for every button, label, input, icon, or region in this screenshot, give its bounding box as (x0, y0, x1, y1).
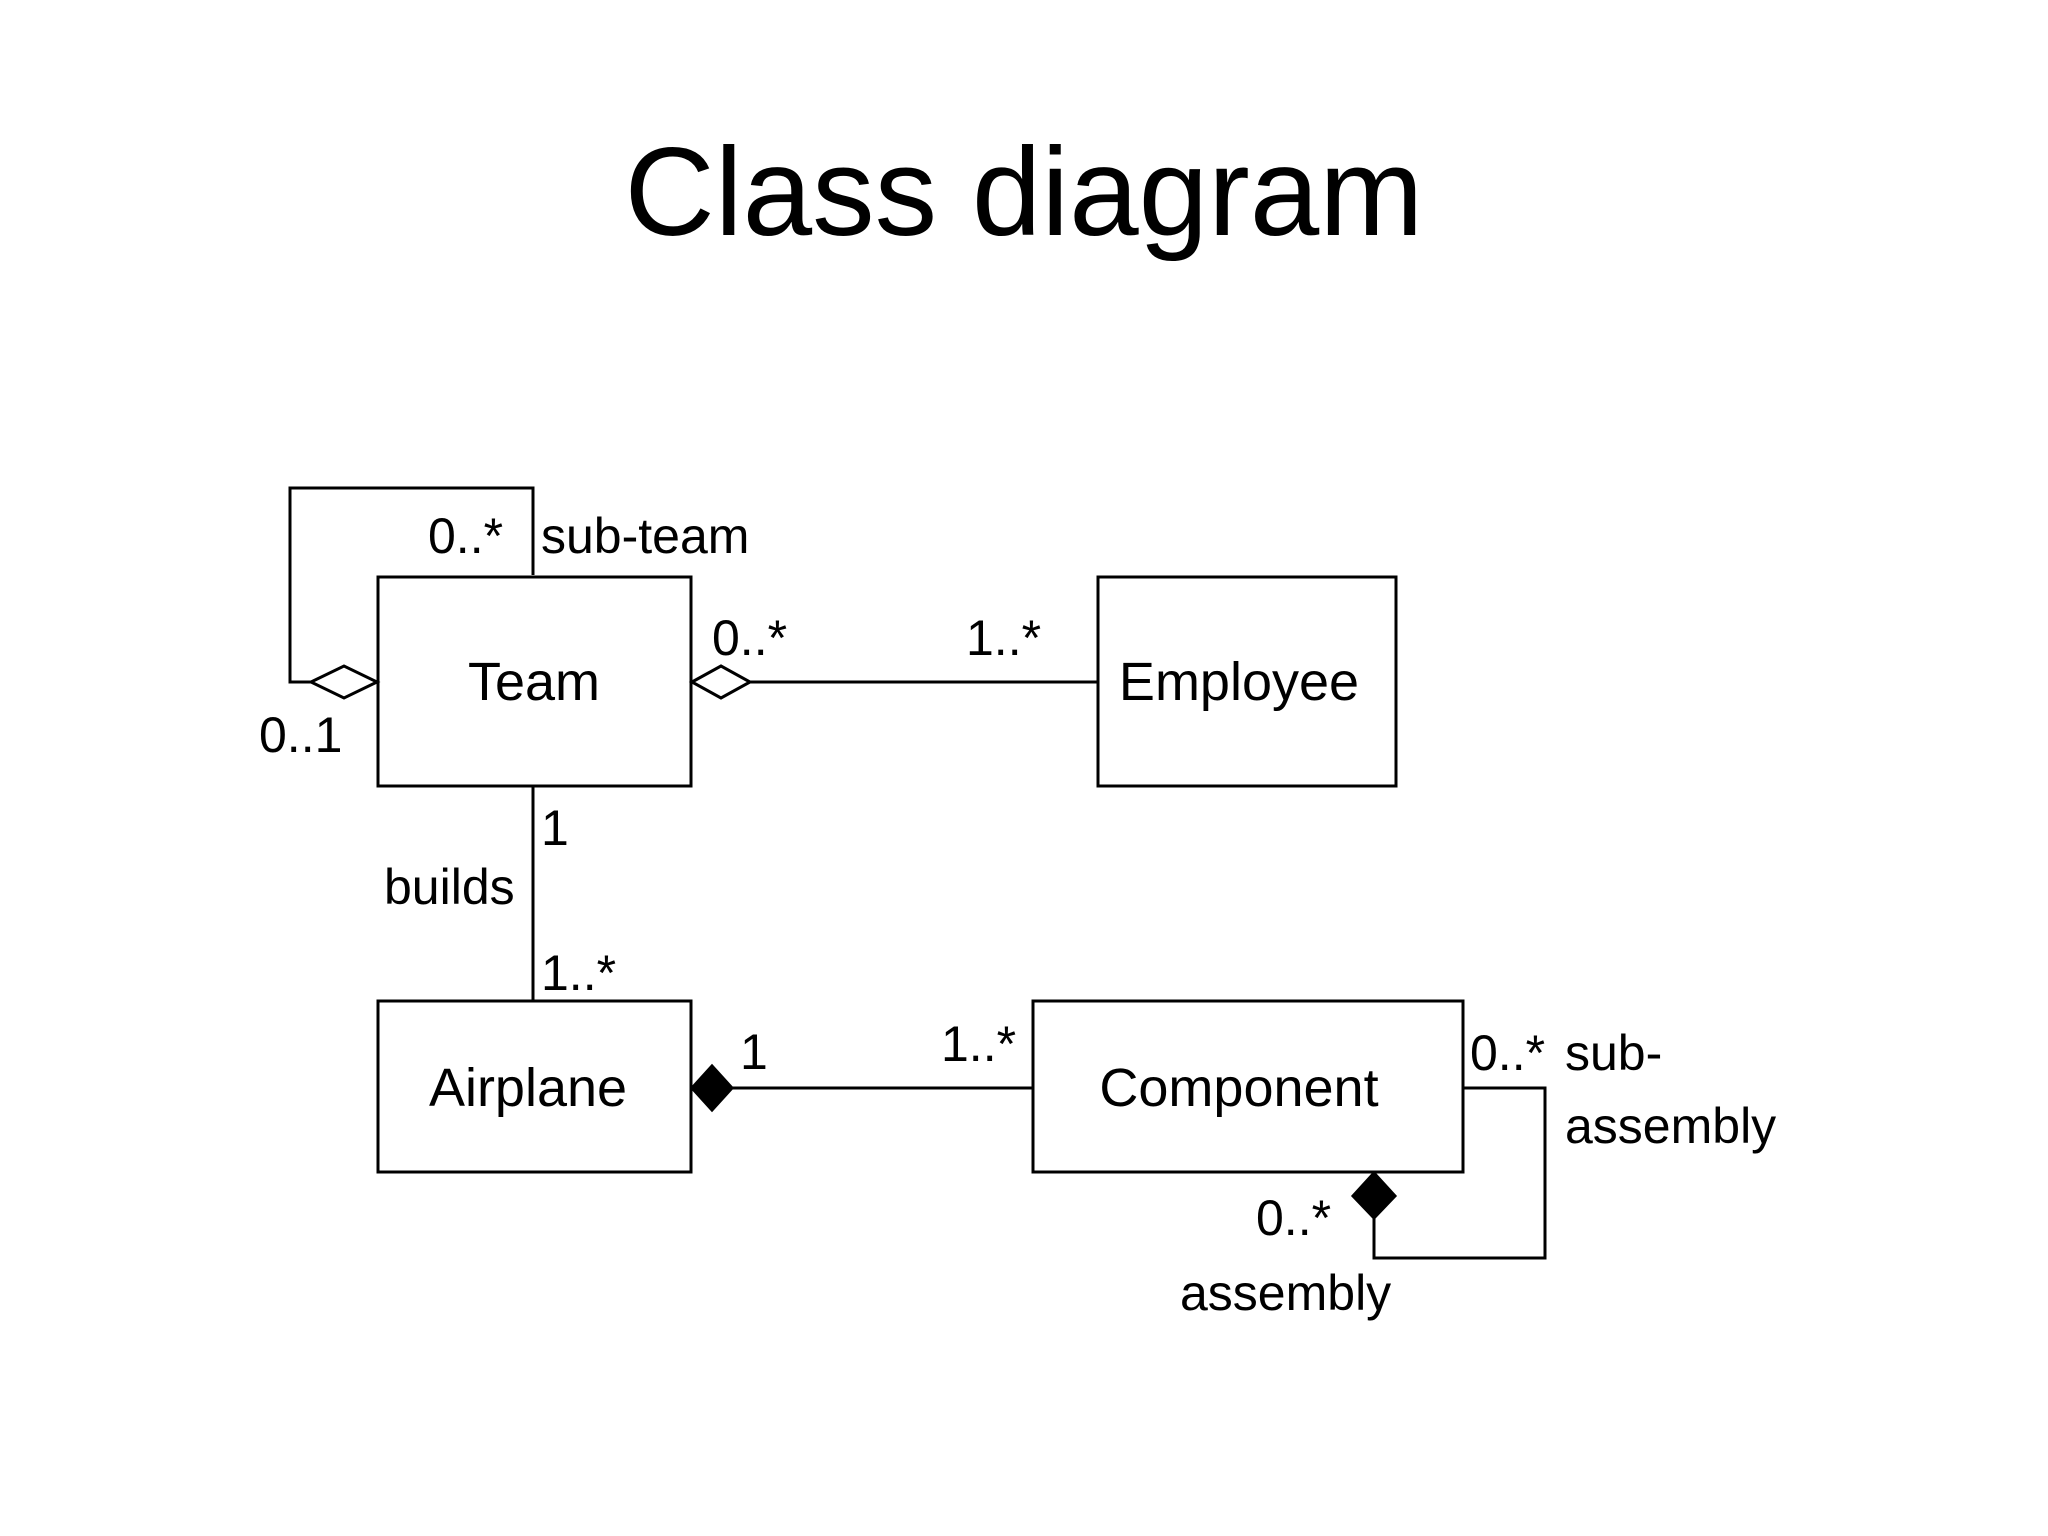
component-assembly-multiplicity: 0..* (1256, 1190, 1331, 1246)
team-subteam-whole-multiplicity: 0..1 (259, 707, 342, 763)
airplane-component-composition-diamond (689, 1063, 735, 1113)
slide-title: Class diagram (624, 123, 1424, 262)
component-sub-multiplicity: 0..* (1470, 1025, 1545, 1081)
airplane-component-component-multiplicity: 1..* (941, 1016, 1016, 1072)
team-airplane-team-multiplicity: 1 (541, 800, 569, 856)
team-airplane-airplane-multiplicity: 1..* (541, 945, 616, 1001)
class-employee[interactable]: Employee (1096, 575, 1398, 788)
airplane-component-airplane-multiplicity: 1 (740, 1024, 768, 1080)
team-employee-team-multiplicity: 0..* (712, 610, 787, 666)
class-component[interactable]: Component (1031, 999, 1465, 1174)
component-subassembly-connector (1372, 1086, 1547, 1260)
class-employee-name: Employee (1119, 652, 1359, 712)
team-employee-aggregation-diamond (688, 664, 754, 700)
component-assembly-composition-diamond (1350, 1170, 1398, 1221)
team-subteam-part-multiplicity: 0..* (428, 508, 503, 564)
team-subteam-connector (288, 486, 535, 684)
team-employee-employee-multiplicity: 1..* (966, 610, 1041, 666)
class-airplane-name: Airplane (429, 1058, 627, 1118)
team-subteam-role-label: sub-team (541, 508, 749, 564)
team-airplane-association-name: builds (384, 859, 515, 915)
component-sub-role-line2: assembly (1565, 1098, 1776, 1154)
class-component-name: Component (1099, 1058, 1378, 1118)
team-subteam-aggregation-diamond (307, 664, 381, 700)
component-assembly-role-label: assembly (1180, 1265, 1391, 1321)
class-team[interactable]: Team (376, 575, 693, 788)
component-sub-role-line1: sub- (1565, 1025, 1662, 1081)
class-airplane[interactable]: Airplane (376, 999, 693, 1174)
class-team-name: Team (468, 652, 600, 712)
